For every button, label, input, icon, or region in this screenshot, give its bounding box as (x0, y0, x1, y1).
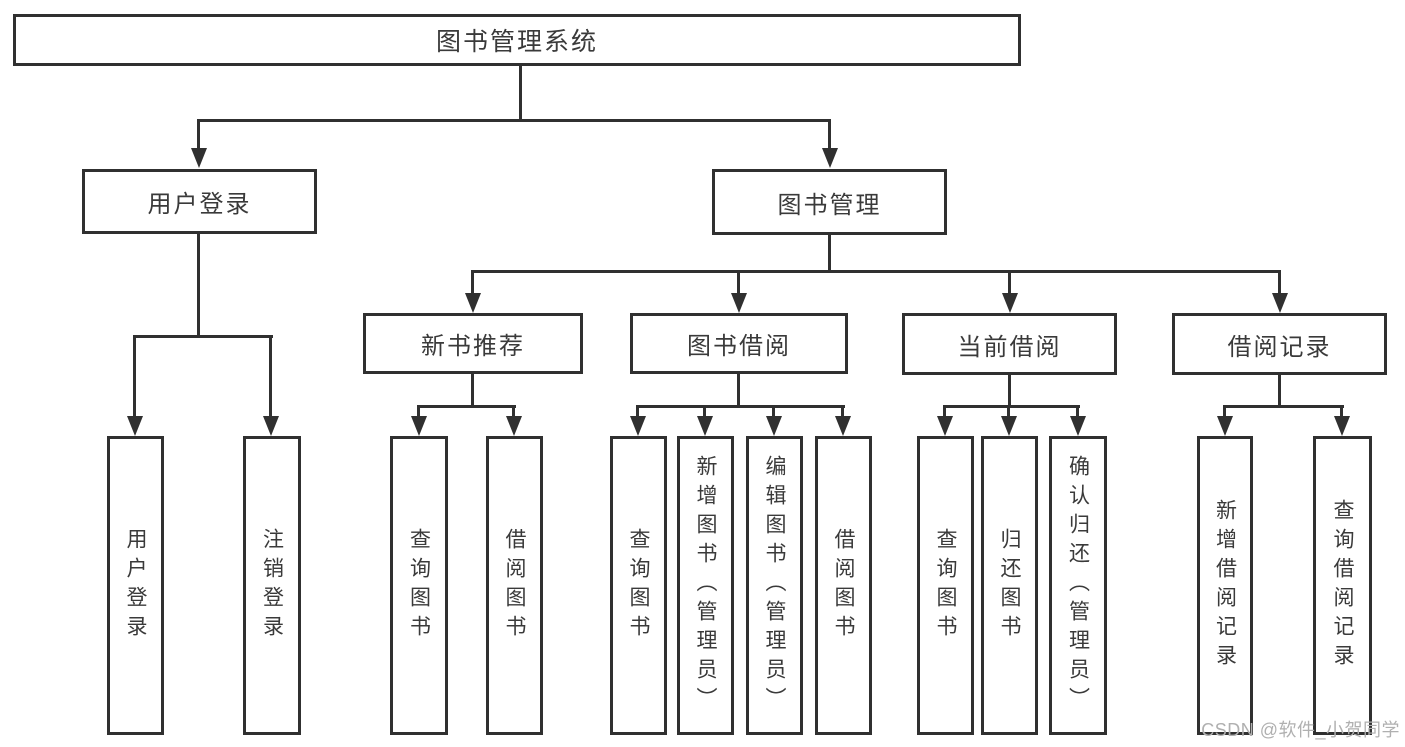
leaf-user-login: 用户登录 (107, 436, 164, 735)
connector-current-borrow-bar (943, 405, 1080, 408)
watermark-text: CSDN @软件_小贺同学 (1201, 720, 1400, 740)
connector-arrow-line-cb-confirm (1076, 405, 1079, 419)
arrowhead-nb-borrow (506, 416, 522, 436)
connector-arrow-line-bb-query (636, 405, 639, 419)
arrowhead-bb-edit (766, 416, 782, 436)
leaf-br-query-record-label: 查询借阅记录 (1331, 498, 1354, 673)
leaf-nb-borrow-books-label: 借阅图书 (503, 527, 526, 644)
arrowhead-borrow-records (1272, 293, 1288, 313)
leaf-cb-confirm-return-admin-label: 确认归还（管理员） (1066, 455, 1090, 716)
connector-arrow-line-borrow-records (1278, 270, 1281, 295)
connector-arrow-line-book-mgmt (828, 119, 831, 151)
leaf-logout-label: 注销登录 (260, 527, 284, 644)
connector-borrow-records-stub (1278, 375, 1281, 408)
connector-new-book-bar (417, 405, 516, 408)
node-borrowing-records: 借阅记录 (1172, 313, 1387, 375)
arrowhead-cb-return (1001, 416, 1017, 436)
connector-arrow-line-br-add (1223, 405, 1226, 419)
leaf-bb-edit-books-admin-label: 编辑图书（管理员） (763, 455, 786, 716)
leaf-logout: 注销登录 (243, 436, 301, 735)
leaf-cb-query-books-label: 查询图书 (934, 527, 957, 644)
arrowhead-cb-query (937, 416, 953, 436)
connector-borrow-records-bar (1223, 405, 1344, 408)
leaf-bb-borrow-books: 借阅图书 (815, 436, 872, 735)
connector-root-bar (197, 119, 831, 122)
leaf-cb-query-books: 查询图书 (917, 436, 974, 735)
connector-arrow-line-cb-return (1007, 405, 1010, 419)
leaf-nb-query-books-label: 查询图书 (407, 527, 431, 644)
connector-user-login-bar (133, 335, 273, 338)
arrowhead-bb-add (697, 416, 713, 436)
connector-book-mgmt-stub (828, 235, 831, 273)
leaf-br-query-record: 查询借阅记录 (1313, 436, 1372, 735)
node-user-login: 用户登录 (82, 169, 317, 234)
connector-arrow-line-new-book (471, 270, 474, 295)
connector-arrow-line-cb-query (943, 405, 946, 419)
leaf-user-login-label: 用户登录 (124, 527, 147, 644)
arrowhead-logout-leaf (263, 416, 279, 436)
connector-new-book-stub (471, 374, 474, 408)
arrowhead-br-add (1217, 416, 1233, 436)
leaf-bb-query-books: 查询图书 (610, 436, 667, 735)
node-library-system: 图书管理系统 (13, 14, 1021, 66)
connector-arrow-line-logout-leaf (269, 335, 272, 419)
node-book-management: 图书管理 (712, 169, 947, 235)
arrowhead-login-leaf (127, 416, 143, 436)
leaf-bb-query-books-label: 查询图书 (627, 527, 650, 644)
arrowhead-br-query (1334, 416, 1350, 436)
connector-arrow-line-book-borrow (737, 270, 740, 295)
leaf-bb-add-books-admin-label: 新增图书（管理员） (694, 455, 717, 716)
connector-root-stub (519, 66, 522, 119)
arrowhead-current-borrow (1002, 293, 1018, 313)
leaf-nb-query-books: 查询图书 (390, 436, 448, 735)
connector-arrow-line-bb-add (703, 405, 706, 419)
node-current-borrowing: 当前借阅 (902, 313, 1117, 375)
leaf-bb-add-books-admin: 新增图书（管理员） (677, 436, 734, 735)
leaf-bb-borrow-books-label: 借阅图书 (832, 527, 855, 644)
leaf-cb-return-books: 归还图书 (981, 436, 1038, 735)
connector-arrow-line-login-leaf (133, 335, 136, 419)
leaf-br-add-record-label: 新增借阅记录 (1213, 498, 1237, 673)
arrowhead-bb-borrow (835, 416, 851, 436)
arrowhead-bb-query (630, 416, 646, 436)
connector-user-login-stub (197, 234, 200, 335)
leaf-cb-confirm-return-admin: 确认归还（管理员） (1049, 436, 1107, 735)
connector-current-borrow-stub (1008, 375, 1011, 408)
arrowhead-cb-confirm (1070, 416, 1086, 436)
node-book-borrowing: 图书借阅 (630, 313, 848, 374)
leaf-cb-return-books-label: 归还图书 (998, 527, 1021, 644)
connector-arrow-line-nb-query (417, 405, 420, 419)
connector-arrow-line-nb-borrow (512, 405, 515, 419)
leaf-br-add-record: 新增借阅记录 (1197, 436, 1253, 735)
arrowhead-book-mgmt (822, 148, 838, 168)
connector-arrow-line-current-borrow (1008, 270, 1011, 295)
connector-book-mgmt-bar (471, 270, 1281, 273)
arrowhead-new-book (465, 293, 481, 313)
leaf-bb-edit-books-admin: 编辑图书（管理员） (746, 436, 803, 735)
connector-arrow-line-br-query (1340, 405, 1343, 419)
arrowhead-book-borrow (731, 293, 747, 313)
connector-arrow-line-bb-edit (772, 405, 775, 419)
connector-arrow-line-bb-borrow (841, 405, 844, 419)
arrowhead-user-login (191, 148, 207, 168)
node-new-book-recommend: 新书推荐 (363, 313, 583, 374)
connector-arrow-line-user-login (197, 119, 200, 151)
connector-book-borrow-bar (636, 405, 845, 408)
arrowhead-nb-query (411, 416, 427, 436)
leaf-nb-borrow-books: 借阅图书 (486, 436, 543, 735)
connector-book-borrow-stub (737, 374, 740, 408)
